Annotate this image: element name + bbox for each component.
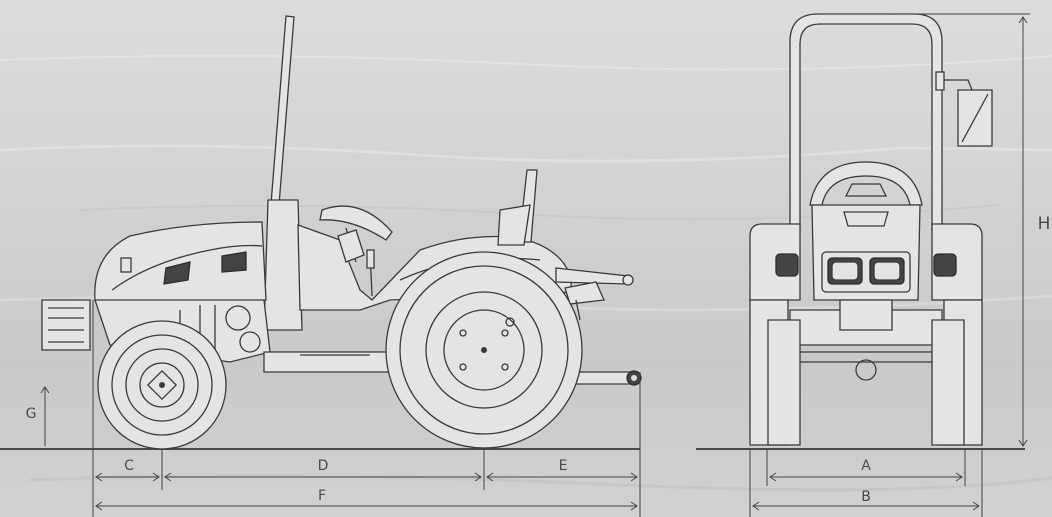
tractor-front-view	[696, 13, 1025, 450]
steering-wheel	[319, 205, 393, 241]
dim-label-c: C	[124, 458, 134, 474]
dim-label-h: H	[1038, 214, 1051, 234]
rops-bar	[270, 15, 295, 206]
front-dimensions: A B H	[749, 13, 1051, 517]
headlight	[120, 257, 132, 273]
lift-arm	[564, 281, 605, 305]
front-wheel	[97, 320, 227, 450]
fender-left	[749, 223, 801, 301]
dim-label-a: A	[861, 458, 871, 474]
fender-right	[931, 223, 983, 301]
side-light-right	[933, 253, 957, 277]
rear-wheel	[385, 251, 583, 449]
hood-contour	[111, 244, 263, 291]
front-tire-right	[931, 319, 965, 446]
seat-back-front	[809, 161, 923, 206]
top-link	[555, 267, 629, 285]
tractor-side-view	[0, 15, 642, 450]
dim-label-f: F	[318, 488, 326, 504]
dashboard	[337, 229, 365, 263]
hood-vent-front	[163, 261, 191, 285]
dim-label-e: E	[559, 458, 568, 474]
front-weight	[41, 299, 91, 351]
side-dimensions: C D E F G	[26, 300, 641, 517]
front-tire-left	[767, 319, 801, 446]
seat	[497, 204, 531, 246]
dim-label-g: G	[26, 406, 37, 422]
hood-vent-rear	[221, 251, 247, 273]
dim-label-b: B	[861, 489, 871, 505]
side-light-left	[775, 253, 799, 277]
dim-label-d: D	[318, 458, 329, 474]
rops-post	[263, 199, 303, 331]
